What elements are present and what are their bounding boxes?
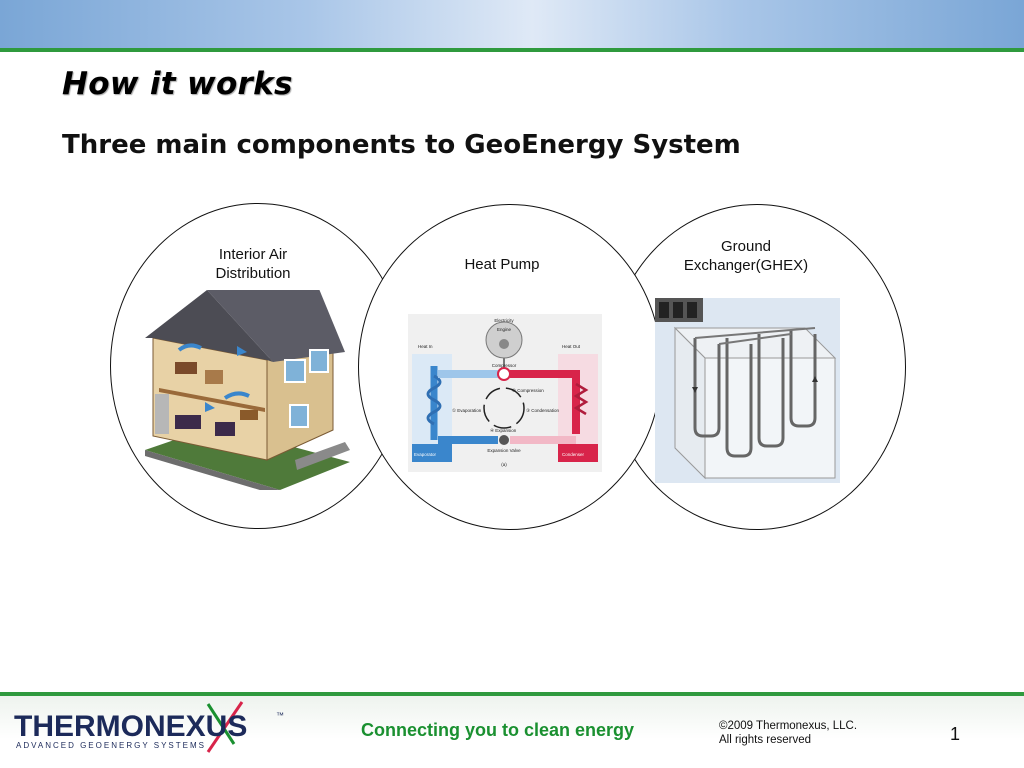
label-interior-air-distribution: Interior Air Distribution bbox=[180, 245, 326, 283]
heat-pump-diagram: Electricity Engine Compressor Heat In He… bbox=[408, 314, 602, 472]
header-green-rule bbox=[0, 48, 1024, 52]
house-cutaway-image bbox=[145, 290, 350, 490]
label-ground-exchanger: Ground Exchanger(GHEX) bbox=[660, 237, 832, 275]
copyright-line: ©2009 Thermonexus, LLC. bbox=[719, 720, 858, 732]
slide-title: How it works bbox=[62, 66, 293, 102]
logo-wordmark: THERMONEXUS bbox=[14, 710, 247, 743]
diagram-label-heat-in: Heat In bbox=[418, 344, 433, 349]
label-line: Distribution bbox=[215, 265, 291, 282]
copyright-line: All rights reserved bbox=[719, 734, 812, 746]
diagram-label-electricity: Electricity bbox=[494, 318, 514, 323]
diagram-label-engine: Engine bbox=[497, 327, 512, 332]
diagram-label-condenser: Condenser bbox=[562, 452, 585, 457]
diagram-label-condensation: ③ Condensation bbox=[526, 408, 560, 413]
footer-tagline: Connecting you to clean energy bbox=[361, 720, 635, 740]
diagram-label-evaporator: Evaporator bbox=[414, 452, 437, 457]
diagram-label-compression: ② Compression bbox=[512, 388, 544, 393]
slide-subtitle: Three main components to GeoEnergy Syste… bbox=[62, 130, 741, 160]
diagram-label-expansion-valve: Expansion Valve bbox=[487, 448, 521, 453]
footer-background bbox=[0, 696, 1024, 768]
diagram-label-heat-out: Heat Out bbox=[562, 344, 581, 349]
logo-subtext: ADVANCED GEOENERGY SYSTEMS bbox=[16, 741, 206, 750]
header-gradient-band bbox=[0, 0, 1024, 48]
footer-copyright: ©2009 Thermonexus, LLC. All rights reser… bbox=[719, 719, 857, 747]
label-heat-pump: Heat Pump bbox=[464, 256, 540, 273]
diagram-caption: (a) bbox=[501, 462, 507, 467]
label-line: Exchanger(GHEX) bbox=[683, 257, 809, 274]
page-number: 1 bbox=[950, 724, 961, 744]
thermonexus-logo: THERMONEXUS ™ ADVANCED GEOENERGY SYSTEMS bbox=[14, 701, 284, 753]
diagram-label-evaporation: ① Evaporation bbox=[452, 408, 482, 413]
ground-exchanger-image bbox=[655, 298, 840, 483]
logo-tm: ™ bbox=[276, 711, 284, 720]
diagram-label-expansion: ④ Expansion bbox=[490, 428, 517, 433]
label-line: Interior Air bbox=[218, 246, 288, 263]
footer-green-rule bbox=[0, 692, 1024, 696]
label-line: Ground bbox=[720, 238, 772, 255]
diagram-label-compressor: Compressor bbox=[492, 363, 517, 368]
